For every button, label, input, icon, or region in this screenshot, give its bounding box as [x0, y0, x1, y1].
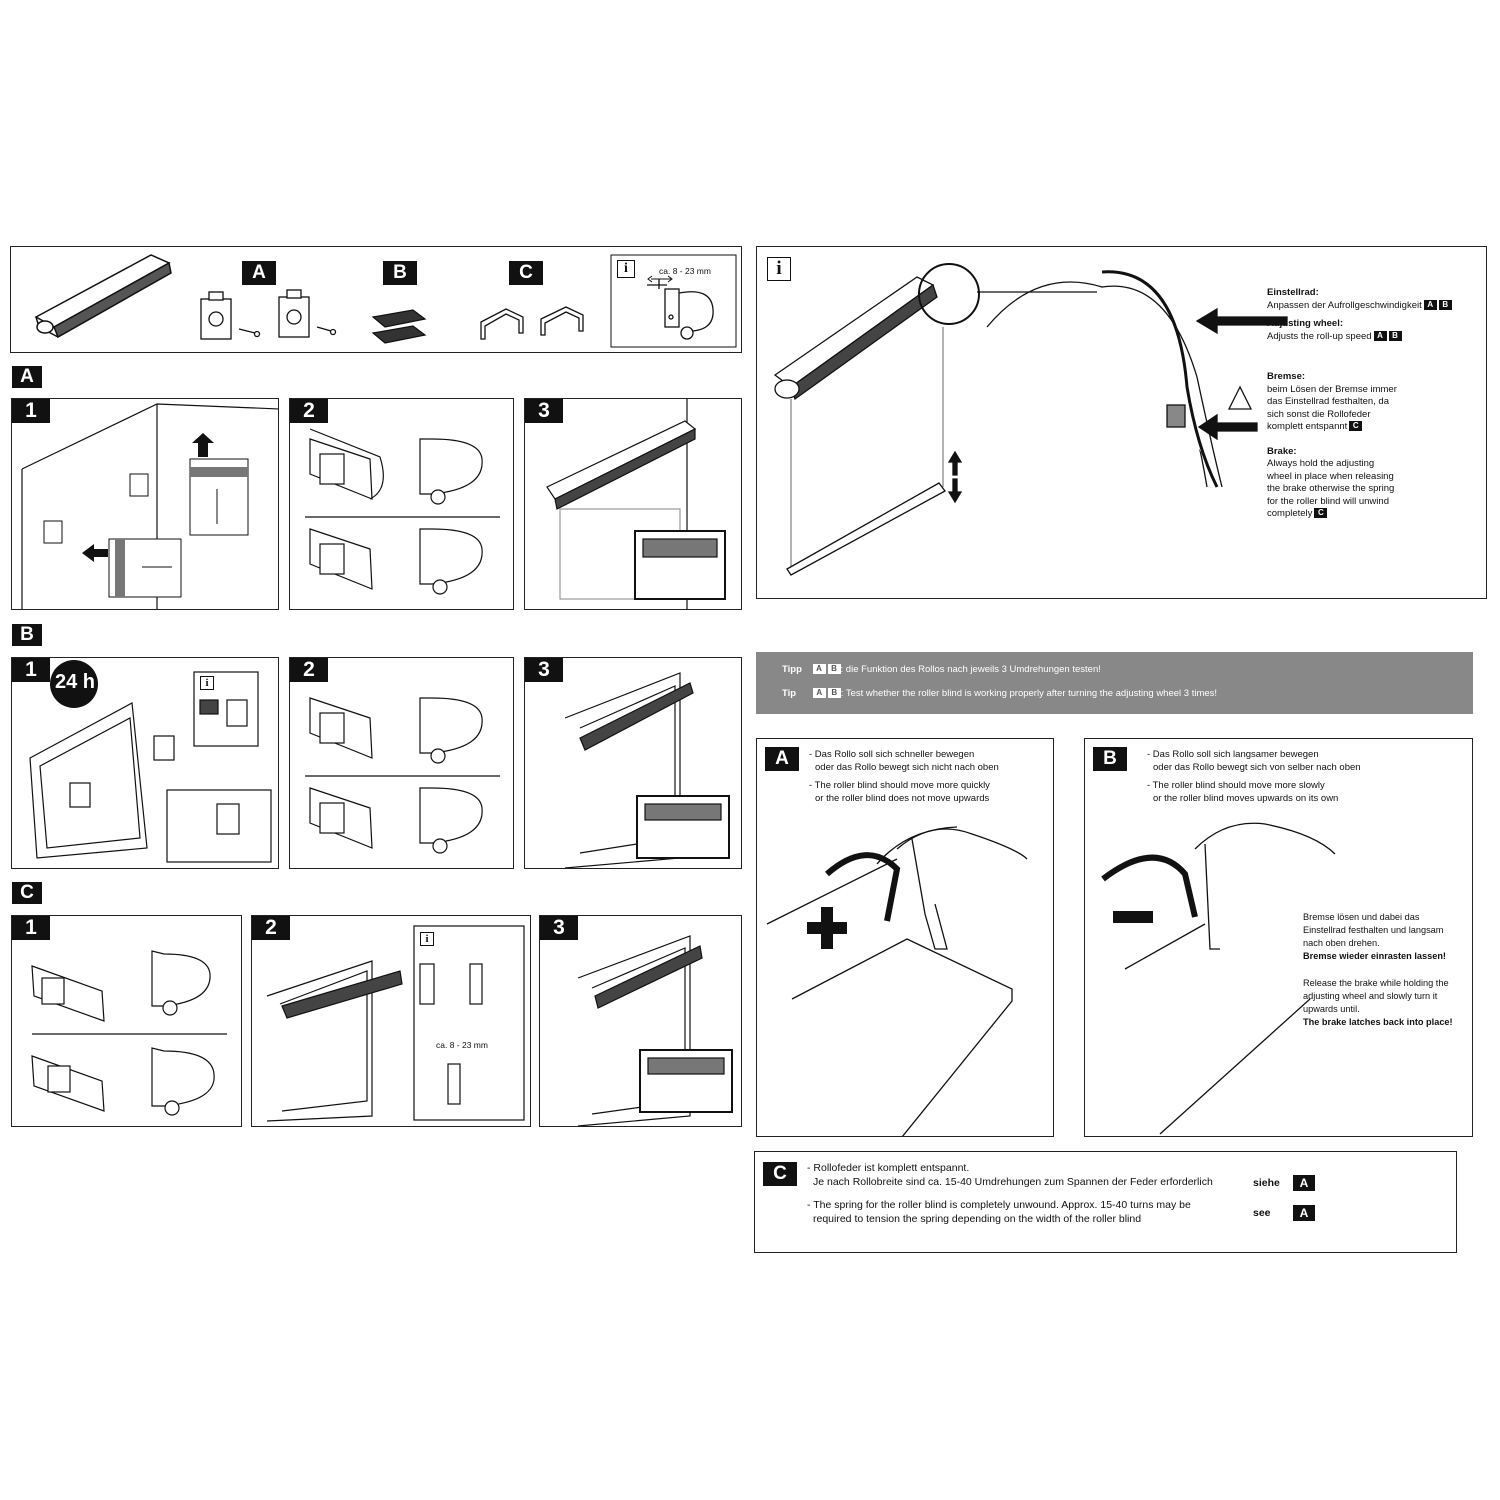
turn-minus-drawing [1101, 822, 1336, 1135]
box-b-badge: B [1093, 747, 1127, 771]
step-badge-c2: 2 [252, 916, 290, 940]
parts-badge-b: B [383, 261, 417, 285]
parts-badge-a: A [242, 261, 276, 285]
box-a-badge: A [765, 747, 799, 771]
step-badge-b1: 1 [12, 658, 50, 682]
bremse-title: Bremse: [1267, 371, 1306, 382]
section-badge-b: B [12, 624, 42, 646]
box-b-text: - Das Rollo soll sich langsamer bewegen … [1147, 749, 1361, 804]
panel-b1: 24 h i [11, 657, 279, 869]
panel-c3 [539, 915, 742, 1127]
adjusting-wheel-detail-drawing [773, 263, 1288, 576]
slower-adjust-panel: B - Das Rollo soll sich langsamer bewege… [1084, 738, 1473, 1137]
info-icon: i [617, 260, 635, 278]
see-label: see [1253, 1207, 1271, 1219]
clip-installed-drawing [577, 935, 733, 1126]
step-badge-c3: 3 [540, 916, 578, 940]
bracket-attach-drawing-b [305, 697, 500, 854]
einstellrad-title: Einstellrad: [1267, 287, 1319, 298]
box-c-badge: C [763, 1162, 797, 1186]
parts-badge-c: C [509, 261, 543, 285]
panel-a3 [524, 398, 742, 610]
panel-b3 [524, 657, 742, 869]
blind-installed-drawing [546, 399, 726, 609]
clip-frame-drawing [266, 925, 525, 1122]
siehe-ref-badge-a: A [1293, 1175, 1315, 1191]
step-badge-b3: 3 [525, 658, 563, 682]
box-a-text: - Das Rollo soll sich schneller bewegen … [809, 749, 999, 804]
adhesive-mount-drawing [29, 660, 272, 863]
bracket-attach-drawing [305, 428, 500, 595]
parts-overview-drawing [34, 254, 737, 348]
turn-plus-drawing [766, 826, 1028, 1136]
see-ref-badge-a: A [1293, 1205, 1315, 1221]
box-c-text: - Rollofeder ist komplett entspannt. Je … [807, 1162, 1213, 1225]
parts-overview-panel: A B C i ca. 8 - 23 mm [10, 246, 742, 353]
info-icon-b1: i [200, 676, 214, 690]
detail-info-icon: i [767, 257, 791, 281]
timer-24h-badge: 24 h [54, 671, 96, 693]
siehe-label: siehe [1253, 1177, 1280, 1189]
blind-frame-drawing [564, 672, 730, 868]
wall-mount-drawing [21, 403, 278, 609]
info-icon-c2: i [420, 932, 434, 946]
step-badge-a2: 2 [290, 399, 328, 423]
adjusting-title: Adjusting wheel: [1267, 318, 1343, 329]
step-badge-b2: 2 [290, 658, 328, 682]
detail-text-block: Einstellrad: Anpassen der Aufrollgeschwi… [1267, 287, 1482, 521]
section-badge-c: C [12, 882, 42, 904]
step-badge-a1: 1 [12, 399, 50, 423]
panel-a2 [289, 398, 514, 610]
step-badge-c1: 1 [12, 916, 50, 940]
step-badge-a3: 3 [525, 399, 563, 423]
spring-unwound-panel: C - Rollofeder ist komplett entspannt. J… [754, 1151, 1457, 1253]
panel-c2: i ca. 8 - 23 mm [251, 915, 531, 1127]
c2-measure-label: ca. 8 - 23 mm [436, 1040, 488, 1050]
faster-adjust-panel: A - Das Rollo soll sich schneller bewege… [756, 738, 1054, 1137]
release-brake-text: Bremse lösen und dabei das Einstellrad f… [1303, 912, 1453, 1027]
parts-measure-label: ca. 8 - 23 mm [659, 266, 711, 276]
panel-b2 [289, 657, 514, 869]
section-badge-a: A [12, 366, 42, 388]
clip-attach-drawing [31, 950, 227, 1116]
panel-a1 [11, 398, 279, 610]
brake-title: Brake: [1267, 445, 1297, 457]
detail-panel: i Einstellrad: Anpassen der Aufrollgesch… [756, 246, 1487, 599]
panel-c1 [11, 915, 242, 1127]
